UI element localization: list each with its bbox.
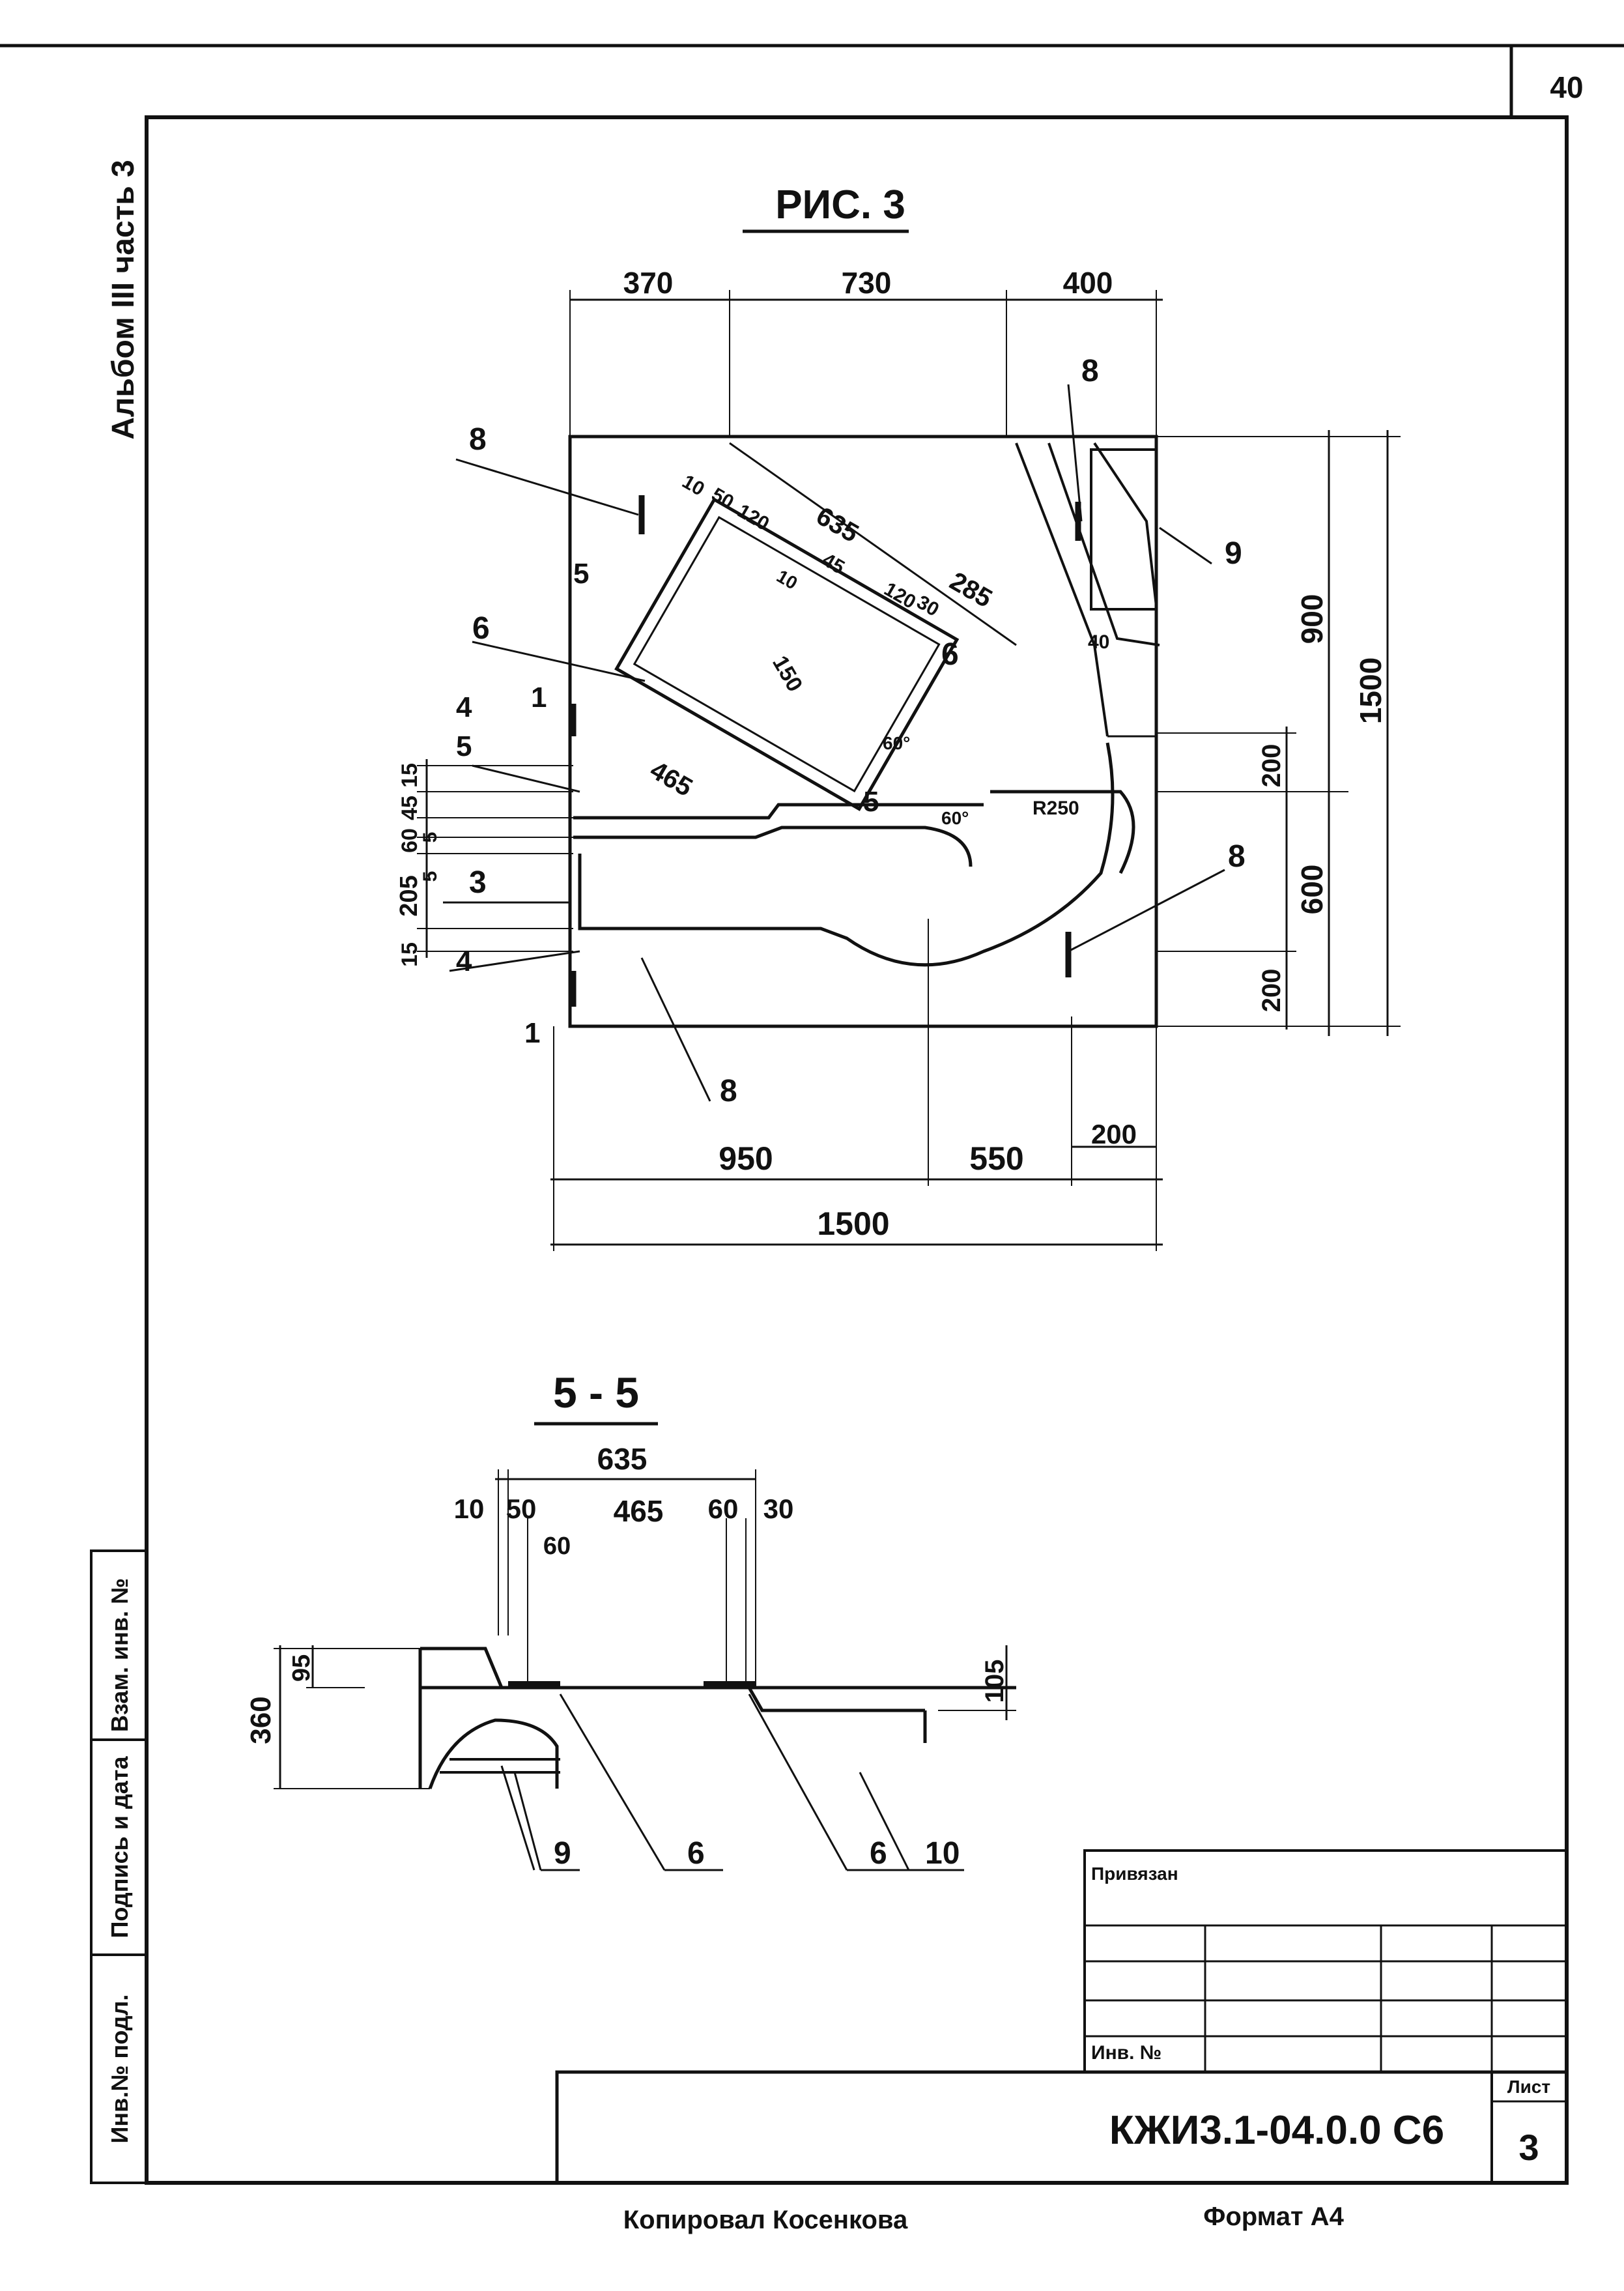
section-callout-6b: 6 xyxy=(870,1836,887,1871)
dim-left-45: 45 xyxy=(397,796,422,820)
stamp-sheet-label: Лист xyxy=(1507,2077,1550,2097)
section-dim-465: 465 xyxy=(614,1494,664,1528)
section-callout-10: 10 xyxy=(925,1836,960,1871)
sheet-number-top: 40 xyxy=(1550,70,1583,104)
callout-5-a: 5 xyxy=(573,558,589,590)
section-dim-30: 30 xyxy=(763,1493,794,1524)
plan-view xyxy=(417,290,1401,1251)
callout-8-a: 8 xyxy=(469,422,487,457)
dim-right-600: 600 xyxy=(1295,865,1329,915)
callout-1-b: 1 xyxy=(524,1017,540,1049)
section-dim-105: 105 xyxy=(980,1660,1009,1703)
dim-overall-width: 1500 xyxy=(817,1205,889,1242)
section-title: 5 - 5 xyxy=(553,1368,639,1417)
stamp-inv-podl: Инв.№ подл. xyxy=(106,1995,133,2144)
figure-title: РИС. 3 xyxy=(775,182,905,227)
callout-5-c: 5 xyxy=(456,730,472,762)
callout-8-d: 8 xyxy=(720,1074,737,1108)
callout-6-a: 6 xyxy=(472,611,490,646)
callout-3: 3 xyxy=(469,865,487,900)
side-title: Альбом III часть 3 xyxy=(106,160,141,440)
dim-overall-height: 1500 xyxy=(1354,657,1388,724)
dim-inner-r250: R250 xyxy=(1033,798,1079,819)
dim-left-60: 60 xyxy=(397,828,422,853)
dim-top-400: 400 xyxy=(1063,266,1113,300)
callout-4-a: 4 xyxy=(456,691,472,723)
dim-inner-10: 10 xyxy=(679,470,708,500)
dim-bottom-950: 950 xyxy=(719,1140,773,1177)
dim-top-730: 730 xyxy=(842,266,892,300)
callout-9: 9 xyxy=(1225,536,1242,571)
dim-inner-10b: 10 xyxy=(773,566,801,593)
stamp-inv-no: Инв. № xyxy=(1091,2042,1161,2064)
callout-8-b: 8 xyxy=(1081,354,1099,388)
dim-angle-b: 60° xyxy=(941,808,969,828)
dim-left-5b: 5 xyxy=(420,871,441,882)
sheet-frame xyxy=(0,44,1624,2185)
dim-inner-285: 285 xyxy=(945,567,997,613)
section-dim-635: 635 xyxy=(597,1442,648,1476)
title-block: Привязан Инв. № КЖИ3.1-04.0.0 С6 Лист 3 xyxy=(555,1849,1569,2185)
footer-copied: Копировал Косенкова xyxy=(623,2206,908,2234)
section-callout-6a: 6 xyxy=(687,1836,705,1871)
dim-inner-465: 465 xyxy=(646,756,698,802)
stamp-doc-code: КЖИ3.1-04.0.0 С6 xyxy=(1109,2108,1444,2153)
dim-bottom-550: 550 xyxy=(969,1140,1023,1177)
dim-right-200a: 200 xyxy=(1257,744,1286,788)
section-view xyxy=(274,1469,1016,1871)
callout-8-c: 8 xyxy=(1228,839,1246,874)
callout-1-a: 1 xyxy=(531,682,547,713)
callout-6-b: 6 xyxy=(941,637,959,672)
dim-left-5a: 5 xyxy=(420,832,441,843)
dim-inner-150: 150 xyxy=(767,652,807,696)
stamp-podpis: Подпись и дата xyxy=(106,1756,133,1938)
section-dim-60a: 60 xyxy=(708,1493,739,1524)
dim-top-370: 370 xyxy=(623,266,674,300)
section-dim-360: 360 xyxy=(245,1696,277,1744)
dim-left-15b: 15 xyxy=(397,942,422,967)
section-dim-60b: 60 xyxy=(543,1533,571,1560)
dim-inner-635: 635 xyxy=(812,502,864,548)
stamp-privyazan: Привязан xyxy=(1091,1864,1178,1884)
callout-5-b: 5 xyxy=(863,786,879,818)
stamp-sheet-value: 3 xyxy=(1518,2127,1539,2168)
dim-left-15a: 15 xyxy=(397,763,422,788)
section-dim-10: 10 xyxy=(454,1493,485,1524)
dim-left-205: 205 xyxy=(395,875,423,916)
dim-right-200b: 200 xyxy=(1257,969,1286,1013)
dim-bottom-200: 200 xyxy=(1091,1119,1137,1149)
stamp-vzam: Взам. инв. № xyxy=(106,1578,133,1732)
dim-angle-a: 60° xyxy=(883,733,910,753)
section-labels: 635 10 50 465 60 30 60 95 360 105 9 6 6 … xyxy=(245,1442,1009,1871)
footer-format: Формат А4 xyxy=(1203,2202,1344,2231)
section-callout-9: 9 xyxy=(554,1836,571,1871)
left-stamp-strip: Инв.№ подл. Подпись и дата Взам. инв. № xyxy=(90,1549,148,2184)
callout-4-b: 4 xyxy=(456,945,472,977)
dim-right-900: 900 xyxy=(1295,594,1329,644)
section-dim-50: 50 xyxy=(506,1493,537,1524)
section-dim-95: 95 xyxy=(288,1654,315,1682)
dim-inner-40: 40 xyxy=(1088,631,1109,653)
